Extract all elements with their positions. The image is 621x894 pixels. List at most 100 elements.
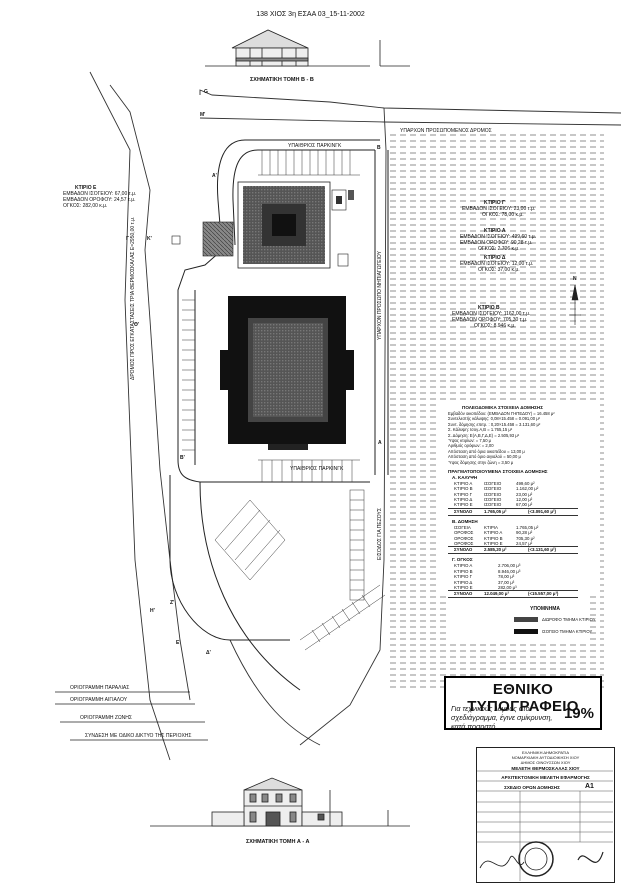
legend-title: ΥΠΟΜΝΗΜΑ [530,606,560,612]
line-label-connection: ΣΥΝΔΕΣΗ ΜΕ ΟΔΙΚΟ ΔΙΚΤΥΟ ΤΗΣ ΠΕΡΙΟΧΗΣ [85,733,192,739]
road-label-right-strip: ΥΠΑΡΧΟΝ ΠΡΟΣΩΠΟ ΝΗΠΙΑΓΩΓΕΙΟΥ [377,251,383,340]
parking-label-bottom: ΥΠΑΙΘΡΙΟΣ ΠΑΡΚΙΝΓΚ [290,466,344,472]
section-b-b-label: ΣΧΗΜΑΤΙΚΗ ΤΟΜΗ Β - Β [250,77,314,83]
stats-line-text: Εμβαδόν οικοπέδου: (ΕΜΒΑΔΟΝ ΓΗΠΕΔΟΥ) = 1… [448,411,555,416]
stats-line: Συντ. δόμησης επιτρ. : 0,20×15.458 = 3.1… [448,422,598,427]
coverage-row-cell: ΚΤΙΡΙΟ Ε [454,502,473,508]
built-row: ΟΡΟΦΟΣ ΚΤΙΡΙΟ Ε 24,57 μ² [448,541,598,546]
label-ktirio-a: ΚΤΙΡΙΟ Α ΕΜΒΑΔΟΝ ΙΣΟΓΕΙΟΥ: 499,60 τ.μ. Ε… [460,228,537,252]
point-a: A [378,440,382,446]
tb-sheet: Α1 [585,783,594,790]
label-ktirio-b: ΚΤΙΡΙΟ Β ΕΜΒΑΔΟΝ ΙΣΟΓΕΙΟΥ: 1162,00 τ.μ. … [452,305,531,329]
label-ktirio-d: ΚΤΙΡΙΟ Δ ΕΜΒΑΔΟΝ ΙΣΟΓΕΙΟΥ: 12,00 τ.μ. ΟΓ… [460,255,534,273]
built-row-cell: 24,57 μ² [516,541,533,547]
north-arrow [569,284,581,325]
stats-line-text: Σ. Δόμηση: Ε(Α,Β,Γ,Δ,Ε) = 2.505,93 μ² [448,432,520,438]
point-h-prime: H' [150,608,155,614]
national-printing-stamp: ΕΘΝΙΚΟ ΤΥΠΟΓΡΑΦΕΙΟ Για τεχνικούς λόγους … [444,676,602,731]
volume-row-cell: ΚΤΙΡΙΟ Δ [454,579,473,585]
stamp-note: Για τεχνικούς λόγους στο σχεδιάγραμμα, έ… [451,704,553,731]
stats-lines-1: Εμβαδόν οικοπέδου: (ΕΜΒΑΔΟΝ ΓΗΠΕΔΟΥ) = 1… [448,411,598,465]
coverage-row-cell: ΚΤΙΡΙΟ Δ [454,497,473,503]
building-b-plan [220,296,354,450]
stats-line: Αριθμός ορόφων: = 2,00 [448,443,598,448]
building-e-plan [202,221,234,257]
coverage-row-cell: ΙΣΟΓΕΙΟ [484,486,502,492]
coverage-total: ΣΥΝΟΛΟ 1.765,05 μ² (<3.091,60 μ²) [448,507,578,516]
coverage-row-cell: 23,00 μ² [516,491,533,497]
stats-line-text: Συντ. δόμησης επιτρ. : 0,20×15.458 = 3.1… [448,421,541,427]
stats-title-2: ΠΡΑΓΜΑΤΟΠΟΙΟΥΜΕΝΑ ΣΤΟΙΧΕΙΑ ΔΟΜΗΣΗΣ [448,468,548,474]
stats-line-text: Απόσταση από όριο αιγιαλού = 50,00 μ [448,454,521,460]
built-row-cell: ΟΡΟΦΟΣ [454,541,474,547]
stats-line-text: Αριθμός ορόφων: = 2,00 [448,443,494,449]
point-m: M' [200,112,206,118]
coverage-row-cell: 1.162,00 μ² [516,486,539,492]
signature [479,855,525,869]
tb-study: ΑΡΧΙΤΕΚΤΟΝΙΚΗ ΜΕΛΕΤΗ ΕΦΑΡΜΟΓΗΣ [501,775,590,780]
stats-line: Σ. Δόμηση: Ε(Α,Β,Γ,Δ,Ε) = 2.505,93 μ² [448,433,598,438]
volume-row-cell: 282,00 μ³ [498,584,517,590]
coverage-total-cell: ΣΥΝΟΛΟ [454,508,473,514]
tb-drawing: ΣΧΕΔΙΟ ΟΡΩΝ ΔΟΜΗΣΗΣ [504,785,560,790]
point-k-prime: K' [147,236,152,242]
built-row-cell: ΚΤΙΡΙΟ Ε [484,541,503,547]
volume-row-cell: 8.946,00 μ³ [498,568,521,574]
stats-line: Συντελεστής κάλυψης: 0,08×15.458 = 0.091… [448,416,598,421]
point-gamma: Γ [126,236,130,242]
stats-line-text: Ύψος κτιρίων: = 7,50 μ [448,437,492,443]
point-b: B [377,145,381,151]
built-total-cell: ΣΥΝΟΛΟ [454,547,473,553]
section-a-a-label: ΣΧΗΜΑΤΙΚΗ ΤΟΜΗ Α - Α [246,839,310,845]
coverage-total-cell: 1.765,05 μ² [484,508,507,514]
line-label-coast: ΟΡΙΟΓΡΑΜΜΗ ΑΙΓΙΑΛΟΥ [70,697,128,703]
north-label: Ν [573,276,577,282]
internal-roads [169,139,389,691]
road-label-existing: ΥΠΑΡΧΩΝ ΠΡΟΣΩΠΟΜΕΝΟΣ ΔΡΟΜΟΣ [400,128,492,134]
point-b-prime: B' [180,455,185,461]
stats-line: Σ. Κάλυψη: Ισογ.Α,Β = 1.765,15 μ² [448,427,598,432]
volume-total-cell: 12.049,00 μ³ [484,591,509,597]
parking-top-stalls [258,150,360,176]
tb-org-3: ΔΗΜΟΣ ΟΙΝΟΥΣΣΩΝ ΧΙΟΥ [520,760,571,765]
stats-line-text: Συντελεστής κάλυψης: 0,08×15.458 = 0.091… [448,416,541,422]
volume-total-cell: ΣΥΝΟΛΟ [454,591,473,597]
stats-line-text: Απόσταση από όρια οικοπέδου = 13,00 μ [448,448,525,454]
legend-item-ground: ΙΣΟΓΕΙΟ ΤΜΗΜΑ ΚΤΙΡΙΟΥ [542,629,593,634]
parcel-boundary [89,71,621,761]
section-b-b-elevation [205,29,410,67]
title-block: ΕΛΛΗΝΙΚΗ ΔΗΜΟΚΡΑΤΙΑ ΝΟΜΑΡΧΙΑΚΗ ΑΥΤΟΔΙΟΙΚ… [476,747,615,883]
stats-line: Εμβαδόν οικοπέδου: (ΕΜΒΑΔΟΝ ΓΗΠΕΔΟΥ) = 1… [448,411,598,416]
road-label-pedestrian: ΕΙΣΟΔΟΣ ΓΙΑ ΠΕΖΟΥΣ [377,508,383,560]
volume-row-cell: 78,00 μ³ [498,574,515,580]
label-ktirio-e: ΚΤΙΡΙΟ Ε ΕΜΒΑΔΟΝ ΙΣΟΓΕΙΟΥ: 67,00 τ.μ. ΕΜ… [63,185,137,209]
stamp-percent: 19% [563,705,594,722]
built-row-cell: 1.765,05 μ² [516,524,539,530]
built-row-cell: ΚΤΙΡΙΟ Β [484,535,503,541]
coverage-row-cell: ΚΤΙΡΙΟ Α [454,480,473,486]
title-block-lines [476,770,613,881]
legend-swatch-ground [514,629,538,634]
point-e-prime: E' [176,640,181,646]
stats-line-text: Σ. Κάλυψη: Ισογ.Α,Β = 1.765,15 μ² [448,427,513,433]
coverage-total-cell: (<3.091,60 μ²) [528,508,556,514]
point-z-prime: Z' [170,600,175,606]
built-total-cell: (<3.131,60 μ²) [528,547,556,553]
building-stats-table: ΠΟΛΕΟΔΟΜΙΚΑ ΣΤΟΙΧΕΙΑ ΔΟΜΗΣΗΣ Εμβαδόν οικ… [448,405,598,599]
coverage-row-cell: 12,00 μ² [516,497,533,503]
stats-line-text: Ύψος δόμησης στην ζώνη = 3,50 μ [448,459,514,465]
point-delta-prime: Δ' [206,650,211,656]
section-a-a-elevation [150,777,410,827]
point-a-prime: A' [212,173,217,179]
stats-line: Απόσταση από όριο αιγιαλού = 50,00 μ [448,454,598,459]
tb-project: ΜΕΛΕΤΗ ΘΕΡΜΟΣΚΑΛΑΣ ΧΙΟΥ [511,766,580,771]
